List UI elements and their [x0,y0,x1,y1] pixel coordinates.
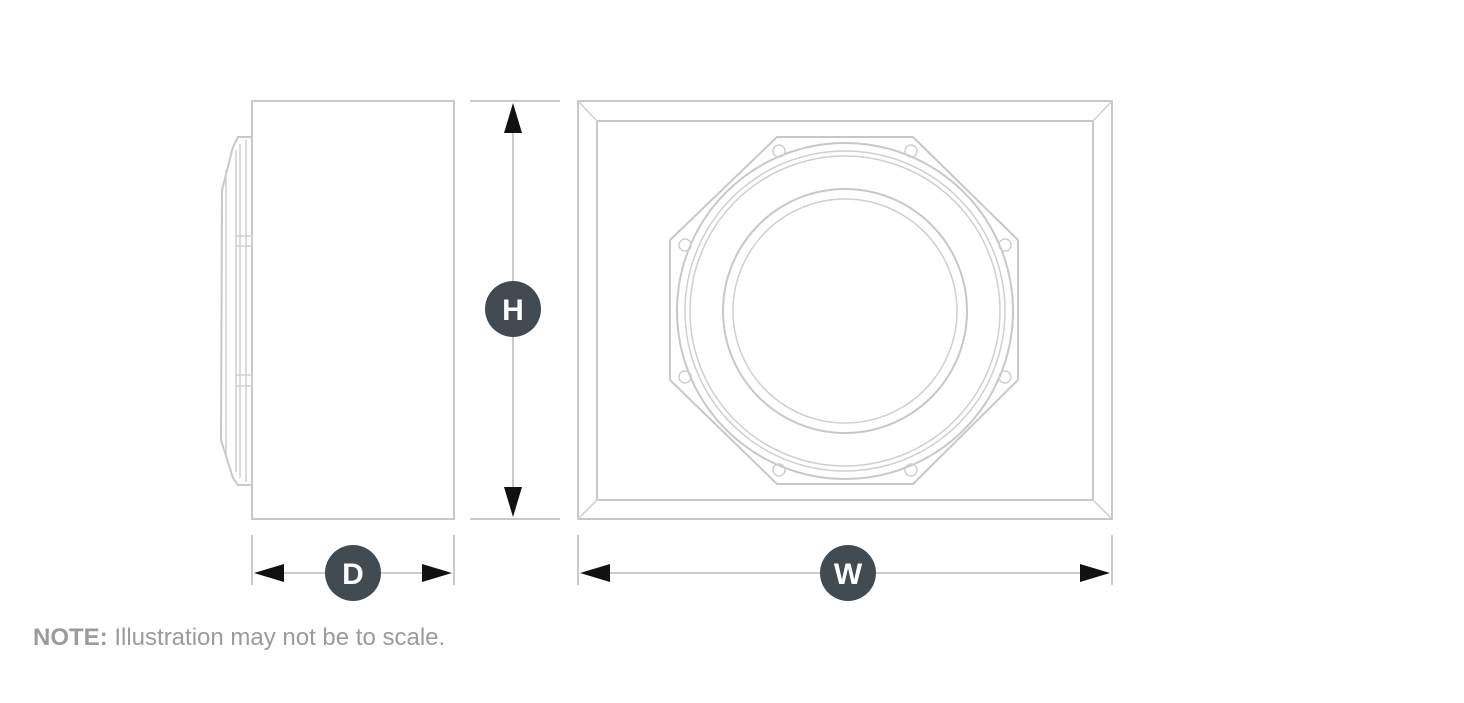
driver-surround-inner [689,155,1001,467]
scale-note: NOTE: Illustration may not be to scale. [33,624,445,652]
driver-cone-outer [722,188,968,434]
side-view-driver-frame [219,136,252,486]
screw [772,144,786,158]
driver-outer-ring [676,142,1014,480]
front-view-outer-panel [577,100,1113,520]
screw [904,144,918,158]
screw [678,370,692,384]
depth-badge [325,545,381,601]
width-dimension: W [577,535,1113,601]
front-view [577,100,1113,520]
screw [678,238,692,252]
scale-note-text: Illustration may not be to scale. [107,624,446,651]
side-view-driver-ring [235,140,247,482]
width-badge [820,545,876,601]
height-badge [485,281,541,337]
front-view-bevel-corners [577,100,1113,520]
width-badge-label: W [834,558,863,591]
front-view-inner-panel [596,120,1094,501]
side-view [219,100,455,520]
screw [772,463,786,477]
height-arrow-top [504,103,522,133]
width-arrow-right [1080,564,1110,582]
height-arrow-bottom [504,487,522,517]
scale-note-label: NOTE: [33,624,108,651]
depth-badge-label: D [342,558,364,591]
mounting-screws [678,144,1012,477]
height-badge-label: H [502,294,524,327]
depth-arrow-left [254,564,284,582]
screw [998,370,1012,384]
side-view-driver-detail [225,170,253,455]
side-view-enclosure [251,100,455,520]
driver-cone-inner [732,198,958,424]
depth-arrow-right [422,564,452,582]
driver-surround-outer [684,150,1006,472]
width-arrow-left [580,564,610,582]
driver-mounting-plate [669,136,1019,485]
height-dimension: H [470,100,560,520]
screw [904,463,918,477]
screw [998,238,1012,252]
depth-dimension: D [251,535,455,601]
